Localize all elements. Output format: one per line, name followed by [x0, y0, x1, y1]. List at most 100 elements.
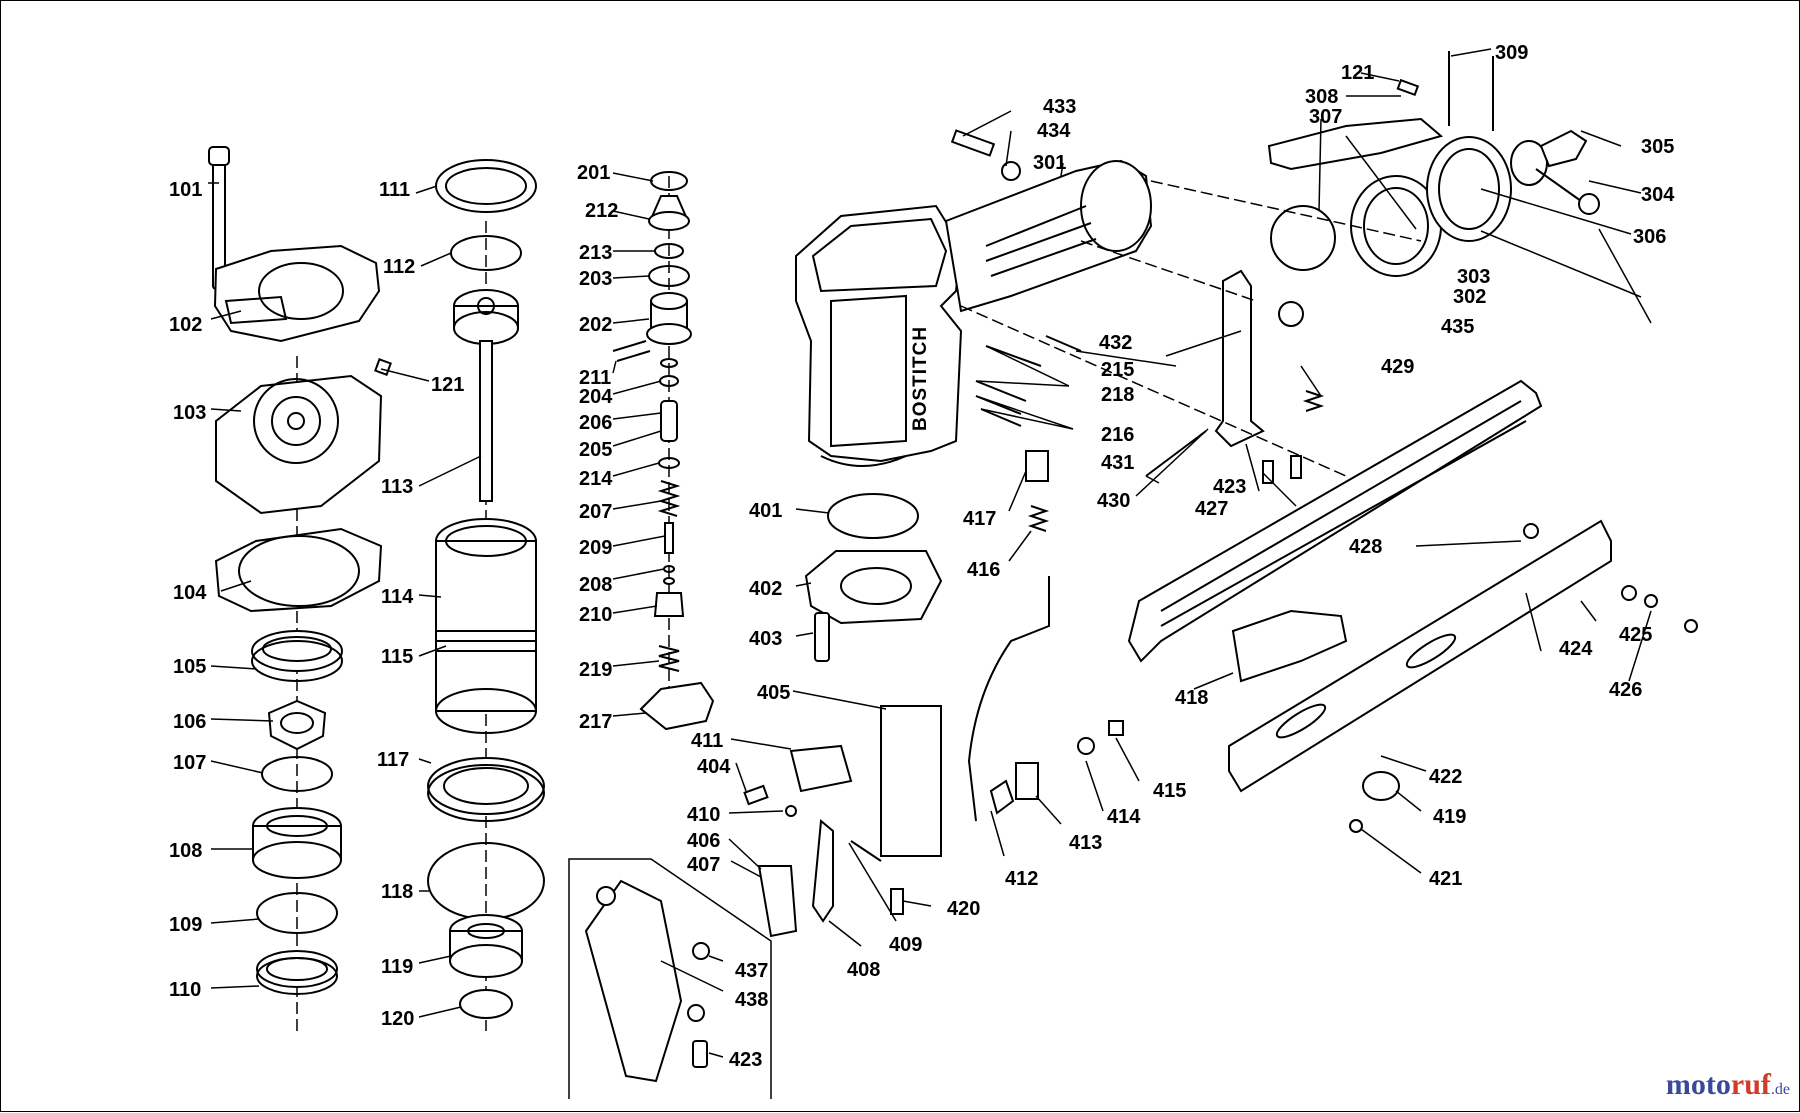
callout-438: 438 [735, 989, 768, 1011]
callout-301: 301 [1033, 152, 1066, 174]
callout-labels: 101 102 103 104 105 106 107 108 109 110 … [169, 42, 1675, 1071]
callout-119: 119 [381, 956, 413, 978]
callout-420: 420 [947, 898, 980, 920]
callout-406: 406 [687, 830, 720, 852]
callout-432: 432 [1099, 332, 1132, 354]
tool-body: BOSTITCH [795, 129, 1153, 662]
callout-306: 306 [1633, 226, 1666, 248]
callout-217: 217 [579, 711, 612, 733]
callout-210: 210 [579, 604, 612, 626]
callout-102: 102 [169, 314, 202, 336]
callout-208: 208 [579, 574, 612, 596]
watermark-part-b: ruf [1730, 1068, 1771, 1101]
column-1-parts [208, 146, 392, 1036]
callout-121-b: 121 [1341, 62, 1374, 84]
callout-202: 202 [579, 314, 612, 336]
callout-204: 204 [579, 386, 613, 408]
callout-413: 413 [1069, 832, 1102, 854]
callout-434: 434 [1037, 120, 1071, 142]
callout-201: 201 [577, 162, 610, 184]
callout-212: 212 [585, 200, 618, 222]
callout-203: 203 [579, 268, 612, 290]
leader-lines [208, 48, 1652, 1058]
watermark-part-a: moto [1665, 1068, 1731, 1101]
callout-408: 408 [847, 959, 880, 981]
callout-416: 416 [967, 559, 1000, 581]
callout-405: 405 [757, 682, 790, 704]
callout-213: 213 [579, 242, 612, 264]
callout-111: 111 [379, 179, 410, 201]
column-3-parts [612, 171, 715, 731]
callout-412: 412 [1005, 868, 1038, 890]
callout-419: 419 [1433, 806, 1466, 828]
callout-427: 427 [1195, 498, 1228, 520]
callout-205: 205 [579, 439, 612, 461]
callout-219: 219 [579, 659, 612, 681]
callout-426: 426 [1609, 679, 1642, 701]
callout-403: 403 [749, 628, 782, 650]
callout-433: 433 [1043, 96, 1076, 118]
callout-307: 307 [1309, 106, 1342, 128]
callout-417: 417 [963, 508, 996, 530]
callout-428: 428 [1349, 536, 1382, 558]
callout-431: 431 [1101, 452, 1134, 474]
endcap-parts [1267, 51, 1600, 277]
callout-211: 211 [579, 367, 611, 389]
callout-435: 435 [1441, 316, 1474, 338]
inset-box [568, 858, 772, 1099]
callout-418: 418 [1175, 687, 1208, 709]
callout-121-a: 121 [431, 374, 464, 396]
callout-421: 421 [1429, 868, 1462, 890]
callout-209: 209 [579, 537, 612, 559]
callout-109: 109 [169, 914, 202, 936]
callout-105: 105 [173, 656, 206, 678]
callout-424: 424 [1559, 638, 1593, 660]
callout-411: 411 [691, 730, 723, 752]
callout-207: 207 [579, 501, 612, 523]
callout-106: 106 [173, 711, 206, 733]
callout-304: 304 [1641, 184, 1675, 206]
callout-425: 425 [1619, 624, 1652, 646]
callout-115: 115 [381, 646, 413, 668]
trigger-parts [743, 269, 1325, 938]
callout-423-b: 423 [729, 1049, 762, 1071]
callout-308: 308 [1305, 86, 1338, 108]
callout-437: 437 [735, 960, 768, 982]
callout-407: 407 [687, 854, 720, 876]
callout-118: 118 [381, 881, 413, 903]
callout-302: 302 [1453, 286, 1486, 308]
callout-113: 113 [381, 476, 413, 498]
brand-text: BOSTITCH [910, 326, 931, 431]
callout-215: 215 [1101, 359, 1134, 381]
watermark-logo: motoruf.de [1666, 1068, 1790, 1102]
callout-410: 410 [687, 804, 720, 826]
callout-110: 110 [169, 979, 201, 1001]
callout-103: 103 [173, 402, 206, 424]
callout-216: 216 [1101, 424, 1134, 446]
callout-401: 401 [749, 500, 782, 522]
callout-107: 107 [173, 752, 206, 774]
callout-120: 120 [381, 1008, 414, 1030]
callout-108: 108 [169, 840, 202, 862]
column-2-parts [427, 159, 545, 1031]
callout-101: 101 [169, 179, 202, 201]
callout-423-a: 423 [1213, 476, 1246, 498]
callout-404: 404 [697, 756, 731, 778]
magazine-parts [1127, 379, 1698, 833]
callout-104: 104 [173, 582, 207, 604]
callout-422: 422 [1429, 766, 1462, 788]
callout-206: 206 [579, 412, 612, 434]
callout-117: 117 [377, 749, 409, 771]
callout-112: 112 [383, 256, 415, 278]
callout-414: 414 [1107, 806, 1141, 828]
callout-218: 218 [1101, 384, 1134, 406]
callout-429: 429 [1381, 356, 1414, 378]
callout-214: 214 [579, 468, 613, 490]
callout-114: 114 [381, 586, 414, 608]
callout-409: 409 [889, 934, 922, 956]
callout-305: 305 [1641, 136, 1674, 158]
watermark-tld: .de [1770, 1081, 1790, 1098]
callout-415: 415 [1153, 780, 1186, 802]
